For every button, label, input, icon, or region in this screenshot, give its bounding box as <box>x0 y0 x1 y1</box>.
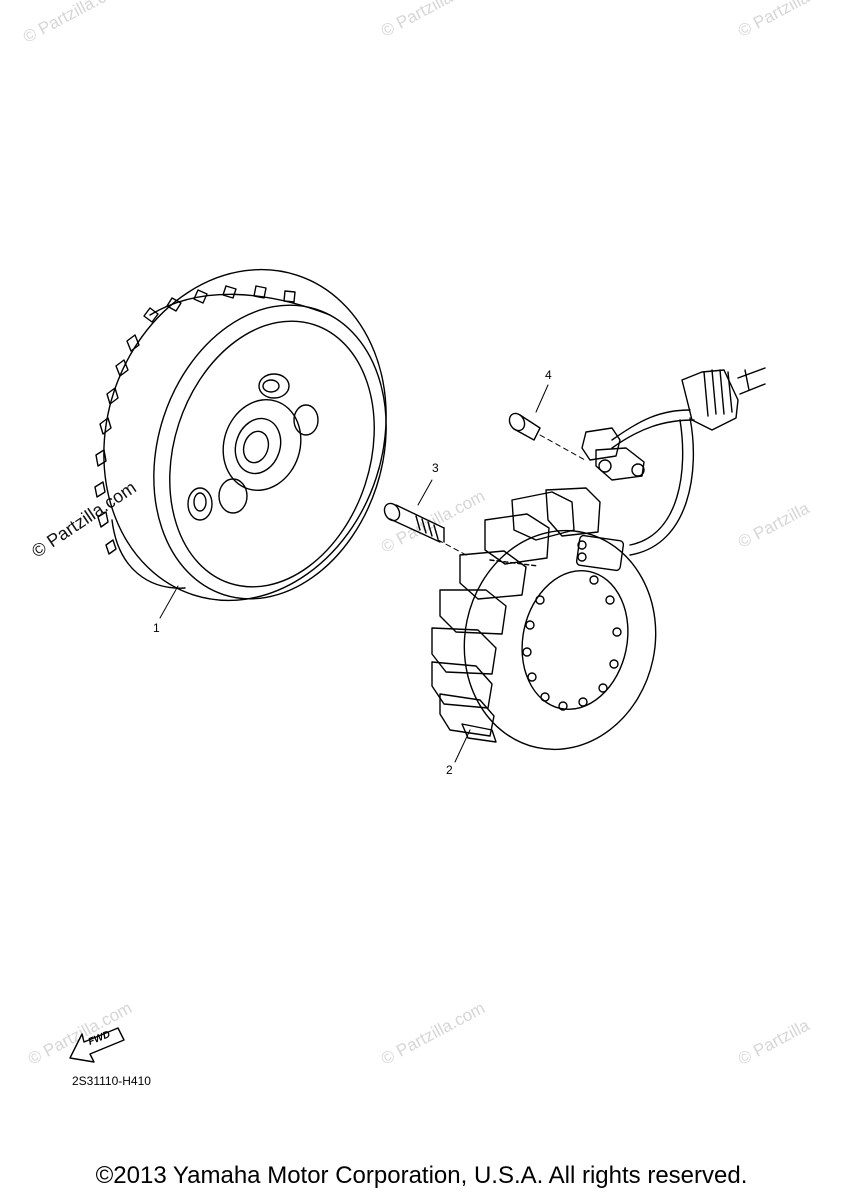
flywheel-rotor <box>94 268 387 619</box>
callout-2: 2 <box>446 763 453 777</box>
diagram-code: 2S31110-H410 <box>72 1074 151 1088</box>
pickup-coil-and-wiring <box>581 367 766 556</box>
screw-part-4 <box>508 384 586 461</box>
fwd-arrow-icon <box>69 1027 125 1063</box>
callout-1: 1 <box>153 621 160 635</box>
callout-4: 4 <box>545 368 552 382</box>
stator-assembly <box>431 487 657 763</box>
copyright-notice: ©2013 Yamaha Motor Corporation, U.S.A. A… <box>95 1162 748 1189</box>
callout-3: 3 <box>432 461 439 475</box>
bolt-part-3 <box>383 479 469 557</box>
